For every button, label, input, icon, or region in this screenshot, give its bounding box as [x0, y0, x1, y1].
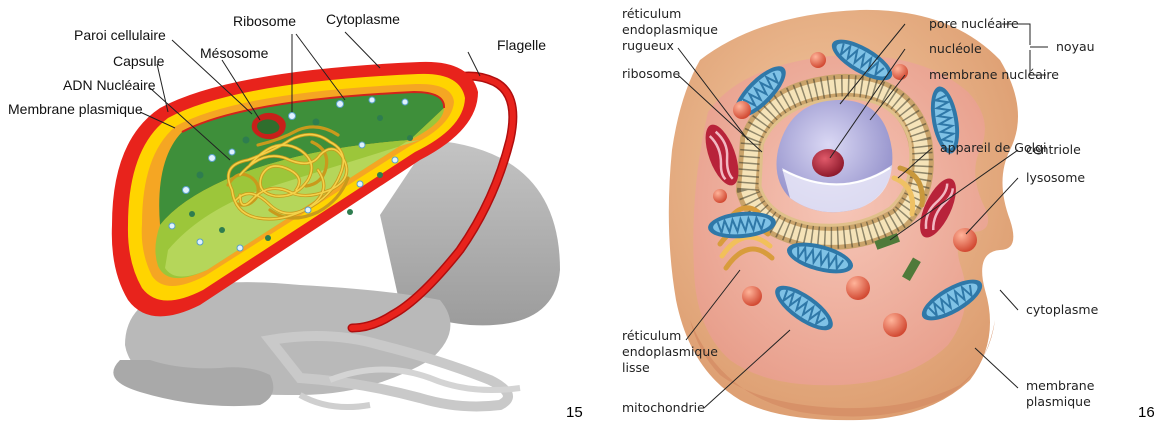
label-lysosome: lysosome	[1026, 170, 1085, 185]
nucleolus-shape	[812, 149, 844, 177]
label-rel-1: réticulum	[622, 328, 681, 343]
label-membrane-plasmique-2: plasmique	[1026, 394, 1091, 409]
label-paroi-cellulaire: Paroi cellulaire	[74, 27, 166, 43]
label-adn-nucleaire: ADN Nucléaire	[63, 77, 156, 93]
label-mesosome: Mésosome	[200, 45, 269, 61]
label-rer-3: rugueux	[622, 38, 674, 53]
label-cytoplasme: Cytoplasme	[326, 11, 400, 27]
page-number-16: 16	[1138, 404, 1155, 421]
label-pore-nucleaire: pore nucléaire	[929, 16, 1019, 31]
label-centriole: centriole	[1026, 142, 1081, 157]
label-noyau: noyau	[1056, 39, 1095, 54]
label-mitochondrie: mitochondrie	[622, 400, 705, 415]
label-cytoplasme-cell: cytoplasme	[1026, 302, 1099, 317]
label-nucleole: nucléole	[929, 41, 982, 56]
label-flagelle: Flagelle	[497, 37, 546, 53]
label-ribosome-cell: ribosome	[622, 66, 681, 81]
label-ribosome: Ribosome	[233, 13, 296, 29]
label-rer-2: endoplasmique	[622, 22, 718, 37]
label-rer-1: réticulum	[622, 6, 681, 21]
label-capsule: Capsule	[113, 53, 165, 69]
label-membrane-plasmique: Membrane plasmique	[8, 101, 143, 117]
bacterium-illustration: Ribosome Cytoplasme Paroi cellulaire Més…	[8, 11, 583, 421]
label-membrane-nucleaire: membrane nucléaire	[929, 67, 1059, 82]
label-rel-3: lisse	[622, 360, 650, 375]
page-number-15: 15	[566, 404, 583, 421]
label-membrane-plasmique-1: membrane	[1026, 378, 1095, 393]
animal-cell-illustration: réticulum endoplasmique rugueux ribosome…	[622, 6, 1155, 421]
label-rel-2: endoplasmique	[622, 344, 718, 359]
